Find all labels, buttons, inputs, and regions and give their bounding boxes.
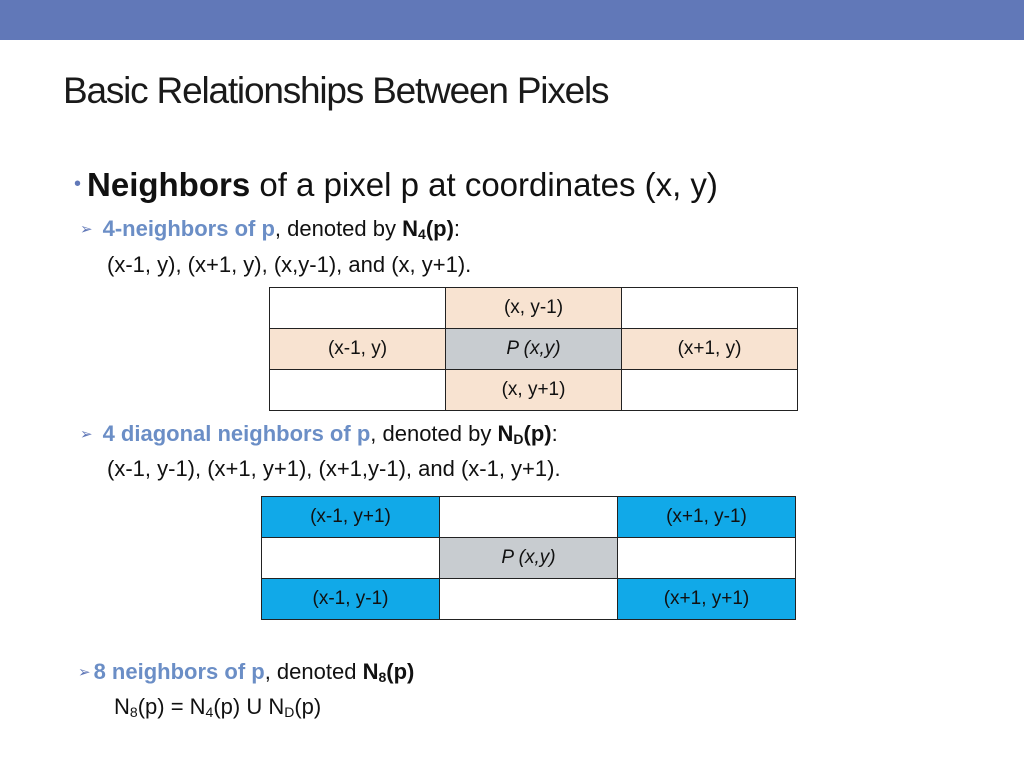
n4-heading: ➢ 4-neighbors of p, denoted by N4(p): (80, 216, 460, 242)
table-row: (x-1, y+1) (x+1, y-1) (261, 496, 796, 538)
nd-label: 4 diagonal neighbors of p (102, 421, 371, 446)
center-pixel-cell: P (x,y) (445, 328, 622, 370)
n4-label: 4-neighbors of p (102, 216, 275, 241)
table-row: (x-1, y) P (x,y) (x+1, y) (269, 328, 798, 370)
table-cell (269, 287, 446, 329)
neighbors-rest: of a pixel p at coordinates (x, y) (250, 166, 718, 203)
table-cell (621, 369, 798, 411)
table-row: P (x,y) (261, 537, 796, 579)
table-cell (621, 287, 798, 329)
nd-list: (x-1, y-1), (x+1, y+1), (x+1,y-1), and (… (107, 456, 561, 481)
table-cell: (x-1, y+1) (261, 496, 440, 538)
table-cell (617, 537, 796, 579)
table-cell: (x, y+1) (445, 369, 622, 411)
n4-colon: : (453, 216, 461, 241)
nd-denoted: , denoted by (370, 421, 498, 446)
n4-table: (x, y-1) (x-1, y) P (x,y) (x+1, y) (x, y… (269, 287, 798, 411)
n8-heading: ➢8 neighbors of p, denoted N8(p) (78, 659, 414, 685)
n8-label: 8 neighbors of p (93, 659, 265, 684)
table-cell: (x+1, y) (621, 328, 798, 370)
table-row: (x-1, y-1) (x+1, y+1) (261, 578, 796, 620)
table-row: (x, y+1) (269, 369, 798, 411)
n8-formula: N8(p) = N4(p) U ND(p) (114, 694, 322, 720)
top-accent-bar (0, 0, 1024, 40)
table-cell: (x, y-1) (445, 287, 622, 329)
table-row: (x, y-1) (269, 287, 798, 329)
table-cell (439, 578, 618, 620)
neighbors-bullet: •Neighbors of a pixel p at coordinates (… (74, 166, 718, 204)
table-cell: (x+1, y-1) (617, 496, 796, 538)
arrow-bullet-icon: ➢ (80, 221, 93, 238)
nd-table: (x-1, y+1) (x+1, y-1) P (x,y) (x-1, y-1)… (261, 496, 796, 620)
nd-colon: : (551, 421, 558, 446)
n4-list: (x-1, y), (x+1, y), (x,y-1), and (x, y+1… (107, 252, 472, 277)
arrow-bullet-icon: ➢ (78, 664, 91, 681)
nd-symbol: ND(p) (497, 421, 552, 447)
table-cell (269, 369, 446, 411)
table-cell: (x+1, y+1) (617, 578, 796, 620)
table-cell: (x-1, y) (269, 328, 446, 370)
n8-symbol: N8(p) (362, 659, 415, 685)
table-cell (439, 496, 618, 538)
n4-denoted: , denoted by (274, 216, 403, 241)
slide-title: Basic Relationships Between Pixels (63, 70, 610, 111)
neighbors-term: Neighbors (87, 166, 251, 203)
center-pixel-cell: P (x,y) (439, 537, 618, 579)
bullet-dot-icon: • (74, 173, 82, 195)
nd-heading: ➢ 4 diagonal neighbors of p, denoted by N… (80, 421, 558, 447)
n8-denoted: , denoted (264, 659, 363, 684)
n4-symbol: N4(p) (402, 216, 454, 242)
table-cell: (x-1, y-1) (261, 578, 440, 620)
table-cell (261, 537, 440, 579)
arrow-bullet-icon: ➢ (80, 426, 93, 443)
